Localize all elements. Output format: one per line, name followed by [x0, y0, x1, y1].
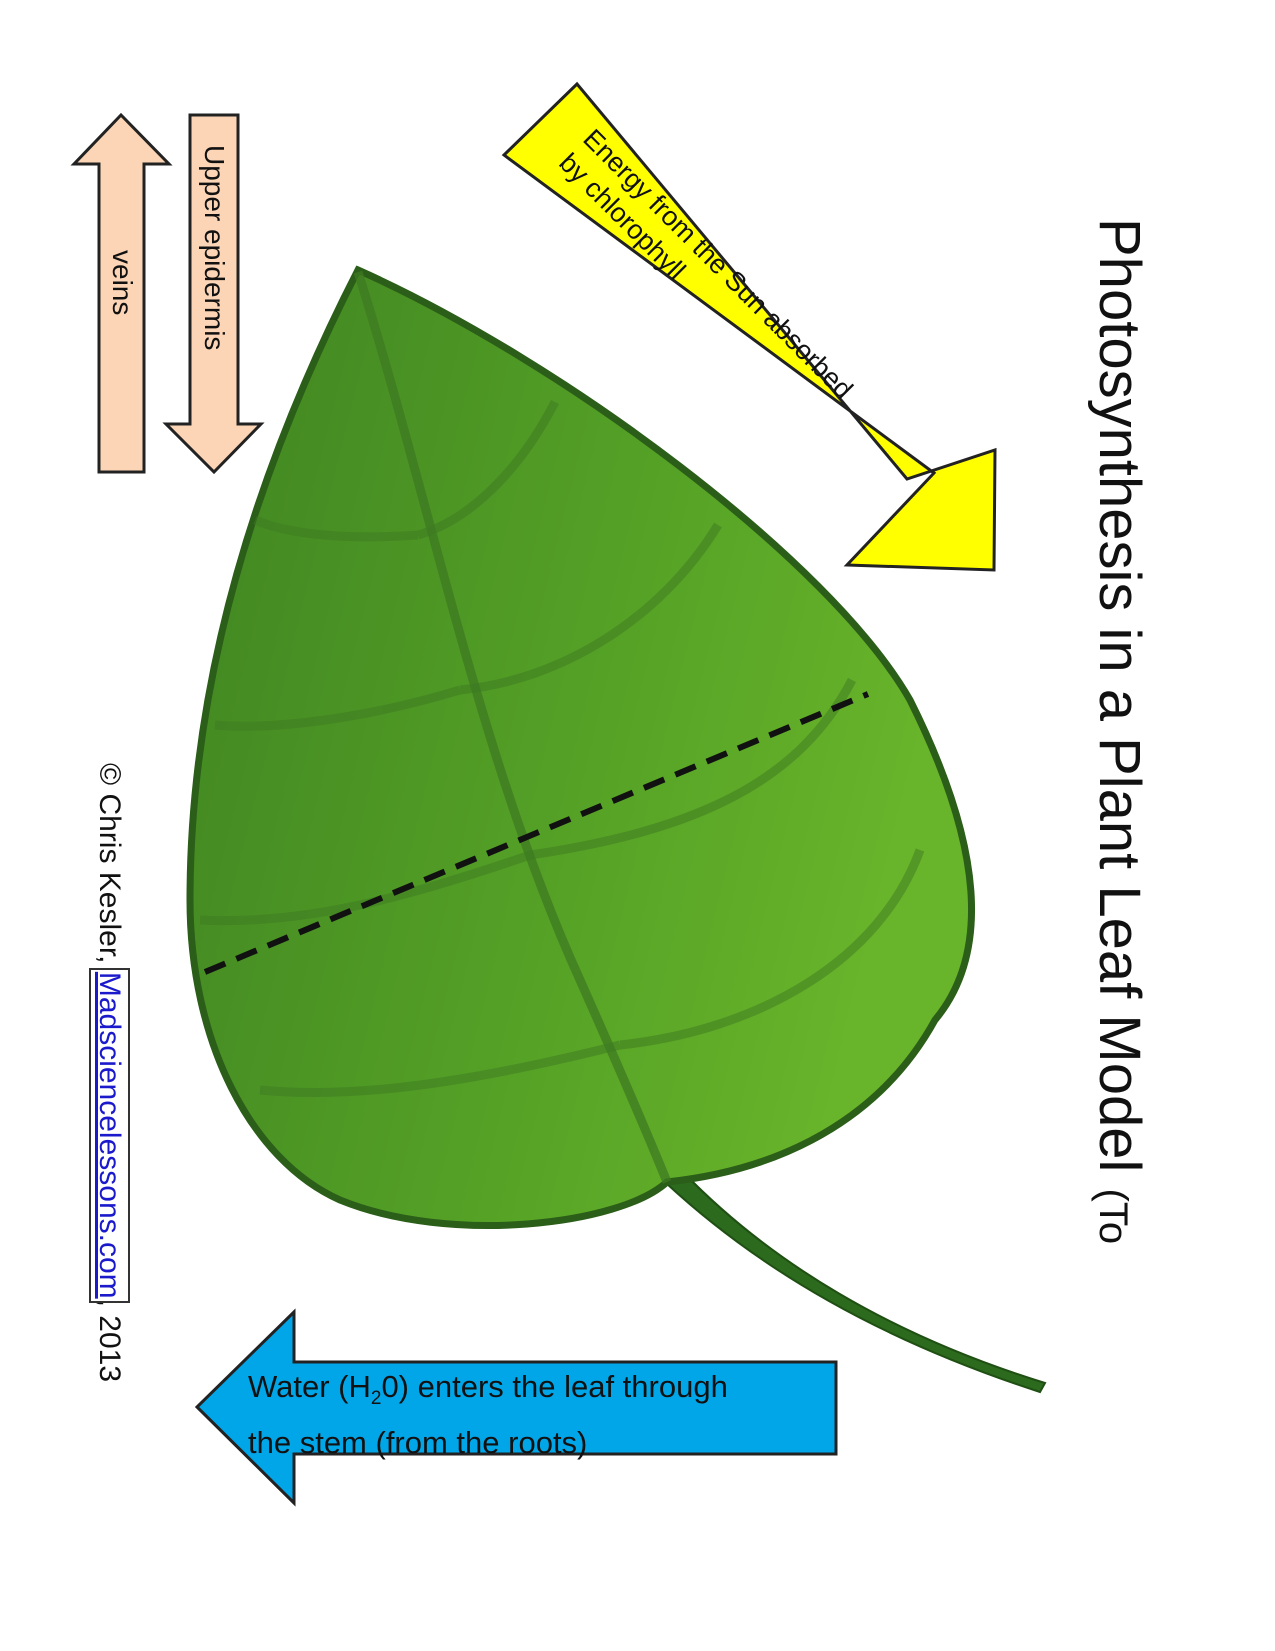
water-arrow-label: Water (H20) enters the leaf through the … — [248, 1365, 728, 1465]
title-suffix: (To — [1091, 1188, 1135, 1245]
water-label-line2: the stem (from the roots) — [248, 1425, 588, 1461]
water-label-line1: Water (H20) enters the leaf through — [248, 1369, 728, 1410]
veins-arrow — [70, 112, 173, 474]
veins-label: veins — [107, 250, 138, 316]
page-title: Photosynthesis in a Plant Leaf Model (To — [1087, 218, 1152, 1245]
leaf-stem — [664, 1170, 1047, 1394]
credit-suffix: , 2013 — [93, 1298, 126, 1383]
leaf-veins — [199, 399, 925, 1098]
upper-epidermis-label: Upper epidermis — [199, 145, 230, 351]
credit-prefix: © Chris Kesler, — [93, 763, 126, 972]
title-main: Photosynthesis in a Plant Leaf Model — [1087, 218, 1152, 1173]
cut-line — [203, 691, 870, 975]
credit-line: © Chris Kesler, Madsciencelessons.com, 2… — [92, 763, 127, 1383]
madsciencelessons-link[interactable]: Madsciencelessons.com — [92, 932, 127, 1339]
leaf-midrib — [353, 270, 672, 1184]
sun-arrow — [501, 81, 997, 572]
water-arrow — [194, 1308, 838, 1507]
upper-epidermis-arrow — [162, 113, 265, 475]
